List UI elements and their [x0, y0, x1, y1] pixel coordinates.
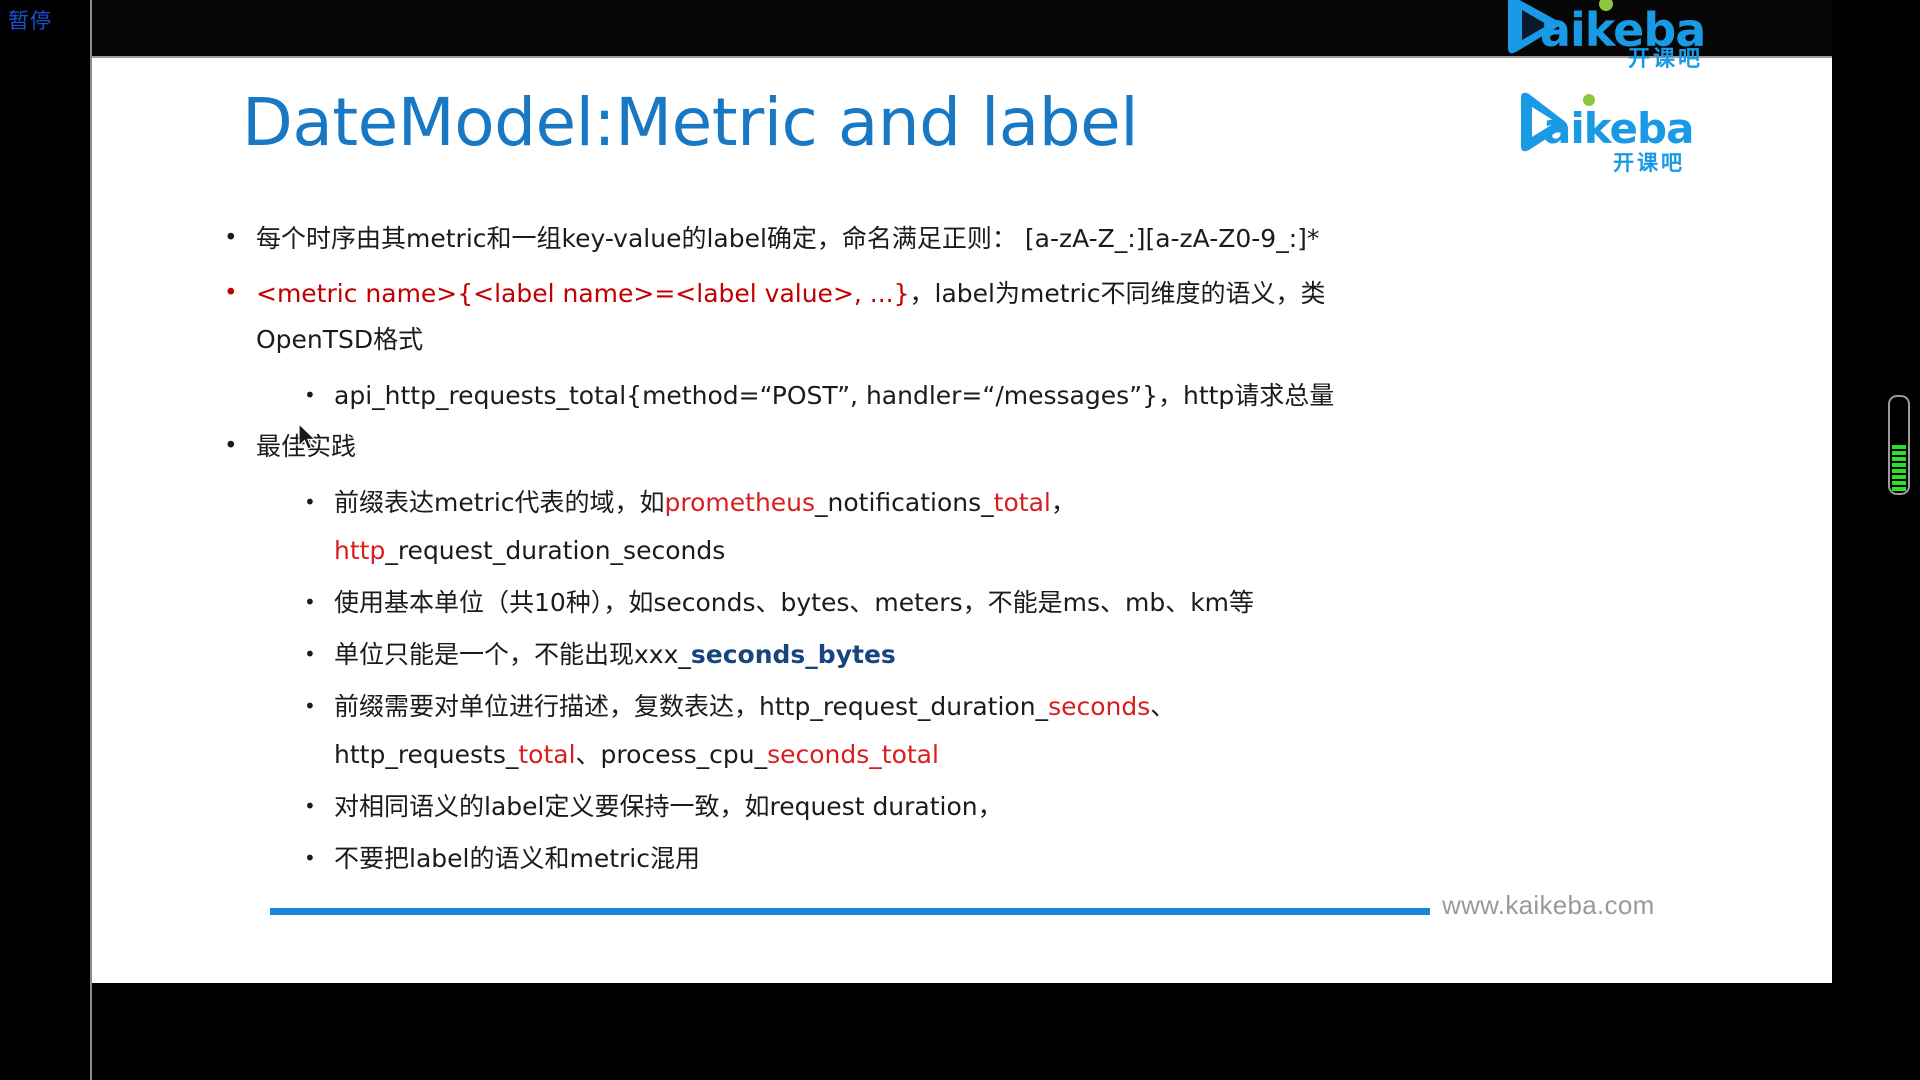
prefix-domain-red1: prometheus	[664, 488, 816, 517]
play-badge-icon	[1521, 92, 1566, 152]
kaikeba-logo-slide: aikeba 开课吧	[1517, 90, 1717, 176]
prefix-domain-red2: total	[993, 488, 1051, 517]
presentation-stage: aikeba 开课吧 DateModel:Metric and label ai…	[90, 0, 1832, 1080]
svg-text:aikeba: aikeba	[1540, 3, 1705, 57]
prefix-domain-mid1: _notifications_	[815, 488, 994, 517]
metric-format-line2: OpenTSD格式	[256, 325, 424, 354]
left-control-rail: 暂停	[0, 0, 88, 1080]
base-units-text: 使用基本单位（共10种），如seconds、bytes、meters，不能是ms…	[334, 588, 1255, 617]
bullet-metric-example: api_http_requests_total{method=“POST”, h…	[300, 371, 1722, 420]
svg-text:开课吧: 开课吧	[1628, 47, 1703, 68]
single-unit-code: seconds_bytes	[690, 640, 896, 669]
mouse-cursor	[297, 422, 319, 453]
bullet-label-consistency: 对相同语义的label定义要保持一致，如request duration，	[300, 782, 1722, 831]
plural-suffix-line2-lead: http_requests_	[334, 740, 519, 769]
slide-canvas: DateModel:Metric and label aikeba 开课吧 每个…	[92, 58, 1832, 983]
plural-suffix-mid: 、	[1150, 692, 1176, 721]
bullet-prefix-domain: 前缀表达metric代表的域，如prometheus_notifications…	[300, 478, 1722, 575]
footer-divider	[270, 908, 1430, 915]
slide-title: DateModel:Metric and label	[242, 84, 1139, 161]
single-unit-lead: 单位只能是一个，不能出现xxx_	[334, 640, 691, 669]
prefix-domain-lead: 前缀表达metric代表的域，如	[334, 488, 665, 517]
prefix-domain-tail: ，	[1050, 488, 1076, 517]
label-metric-separation-text: 不要把label的语义和metric混用	[334, 844, 700, 873]
bullet-single-unit: 单位只能是一个，不能出现xxx_seconds_bytes	[300, 630, 1722, 679]
bullet-metric-naming: 每个时序由其metric和一组key-value的label确定，命名满足正则：…	[222, 215, 1722, 262]
slide-body: 每个时序由其metric和一组key-value的label确定，命名满足正则：…	[222, 215, 1722, 887]
metric-format-rest: ，label为metric不同维度的语义，类	[909, 279, 1326, 308]
plural-suffix-lead: 前缀需要对单位进行描述，复数表达，http_request_duration_	[334, 692, 1049, 721]
footer-url: www.kaikeba.com	[1442, 890, 1655, 920]
svg-text:aikeba: aikeba	[1543, 104, 1693, 153]
volume-level-meter[interactable]	[1888, 395, 1910, 495]
bullet-label-metric-separation: 不要把label的语义和metric混用	[300, 834, 1722, 883]
volume-level-fill	[1892, 445, 1906, 491]
pause-button[interactable]: 暂停	[8, 9, 52, 33]
svg-text:开课吧: 开课吧	[1613, 151, 1685, 175]
kaikeba-logo-header: aikeba 开课吧	[1500, 0, 1800, 72]
prefix-domain-red3: http	[334, 536, 386, 565]
metric-format-code: <metric name>{<label name>=<label value>…	[256, 279, 910, 308]
plural-suffix-line2-mid: 、process_cpu_	[575, 740, 768, 769]
bullet-plural-suffix: 前缀需要对单位进行描述，复数表达，http_request_duration_s…	[300, 682, 1722, 779]
metric-example-text: api_http_requests_total{method=“POST”, h…	[334, 381, 1335, 410]
plural-suffix-red1: seconds	[1048, 692, 1151, 721]
label-consistency-text: 对相同语义的label定义要保持一致，如request duration，	[334, 792, 1003, 821]
plural-suffix-red2: total	[518, 740, 576, 769]
stage-bottom-bar	[92, 983, 1832, 1080]
play-badge-icon	[1508, 0, 1559, 54]
bullet-1-text: 每个时序由其metric和一组key-value的label确定，命名满足正则：…	[256, 224, 1320, 253]
prefix-domain-line2: _request_duration_seconds	[385, 536, 726, 565]
bullet-base-units: 使用基本单位（共10种），如seconds、bytes、meters，不能是ms…	[300, 578, 1722, 627]
bullet-best-practice: 最佳实践	[222, 423, 1722, 470]
bullet-metric-format: <metric name>{<label name>=<label value>…	[222, 270, 1722, 363]
plural-suffix-red3: seconds_total	[767, 740, 939, 769]
